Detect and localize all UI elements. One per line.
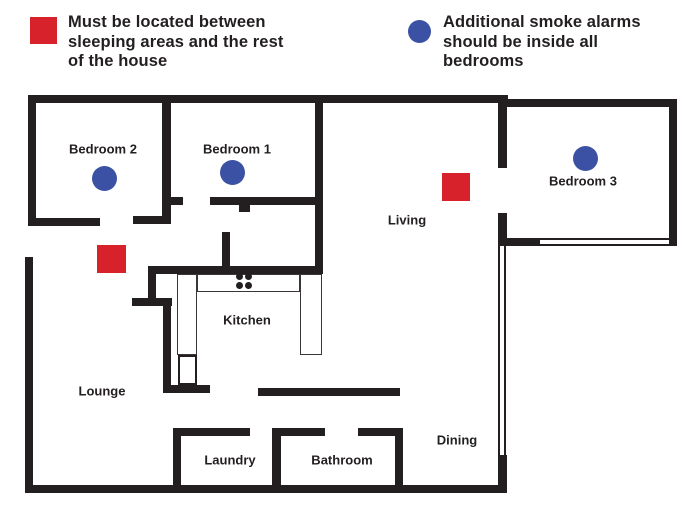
- wall-bedrooms-divider: [162, 95, 171, 224]
- legend-blue-line2: should be inside all: [443, 32, 599, 51]
- legend-red-line2: sleeping areas and the rest: [68, 32, 284, 51]
- blue-circle-icon: [408, 20, 431, 43]
- kitchen-counter-left: [177, 274, 197, 355]
- legend-red-line3: of the house: [68, 52, 168, 70]
- room-label-living: Living: [387, 212, 427, 228]
- wall-bedroom3-divider-upper: [498, 95, 507, 168]
- wall-top-left: [28, 95, 508, 103]
- wall-kitchen-bottom-left: [163, 385, 210, 393]
- legend-red-line1: Must be located between: [68, 13, 266, 31]
- wall-bedroom2-bottom-right: [133, 216, 171, 224]
- smoke-alarm-blue-bedroom2: [92, 166, 117, 191]
- room-label-kitchen: Kitchen: [223, 312, 271, 328]
- wall-lounge-left: [25, 257, 33, 493]
- wall-bottom-outer: [25, 485, 507, 493]
- wall-bathroom-top-right: [358, 428, 403, 436]
- room-label-bedroom2: Bedroom 2: [69, 141, 137, 157]
- legend-blue-line3: bedrooms: [443, 52, 524, 70]
- window-dining: [498, 246, 506, 455]
- wall-bedroom2-bottom-left: [28, 218, 100, 226]
- wall-bedroom1-door-jamb: [171, 197, 183, 205]
- stove-burner-icon: [236, 273, 243, 280]
- legend-red-text: Must be located between sleeping areas a…: [68, 13, 283, 72]
- room-label-bathroom: Bathroom: [311, 452, 373, 468]
- red-square-icon: [30, 17, 57, 44]
- wall-kitchen-bottom-right: [258, 388, 400, 396]
- smoke-alarm-blue-bedroom1: [220, 160, 245, 185]
- wall-living-left: [315, 95, 323, 274]
- wall-laundry-bathroom-divider: [272, 428, 281, 488]
- wall-kitchen-left-upper: [148, 266, 156, 302]
- smoke-alarm-red-hallway: [97, 245, 126, 273]
- wall-laundry-top: [173, 428, 250, 436]
- room-label-bedroom3: Bedroom 3: [549, 173, 617, 189]
- stove-burner-icon: [245, 282, 252, 289]
- wall-laundry-left: [173, 428, 181, 488]
- stove-burner-icon: [245, 273, 252, 280]
- wall-bedroom1-bottom: [210, 197, 323, 205]
- smoke-alarm-blue-bedroom3: [573, 146, 598, 171]
- wall-bedroom3-bottom-solid: [498, 238, 540, 246]
- window-bedroom3: [540, 238, 669, 246]
- wall-bedroom2-left: [28, 95, 36, 226]
- stove-burner-icon: [236, 282, 243, 289]
- room-label-lounge: Lounge: [78, 383, 126, 399]
- wall-bedroom1-door-stop: [239, 205, 250, 212]
- wall-kitchen-left-lower: [163, 298, 171, 393]
- kitchen-counter-right: [300, 274, 322, 355]
- room-label-bedroom1: Bedroom 1: [203, 141, 271, 157]
- smoke-alarm-red-living: [442, 173, 470, 201]
- wall-bedroom3-divider-lower: [498, 213, 507, 246]
- wall-kitchen-top: [148, 266, 323, 274]
- wall-top-right: [498, 99, 677, 107]
- legend-blue-line1: Additional smoke alarms: [443, 13, 641, 31]
- room-label-dining: Dining: [436, 432, 478, 448]
- kitchen-sink: [178, 355, 197, 385]
- wall-bathroom-top-left: [281, 428, 325, 436]
- legend-blue-text: Additional smoke alarms should be inside…: [443, 13, 641, 72]
- wall-hallway-stub: [222, 232, 230, 274]
- wall-right-outer: [669, 99, 677, 246]
- room-label-laundry: Laundry: [204, 452, 256, 468]
- wall-dining-right: [498, 455, 507, 493]
- wall-bathroom-right: [395, 428, 403, 488]
- wall-pantry-horizontal: [132, 298, 172, 306]
